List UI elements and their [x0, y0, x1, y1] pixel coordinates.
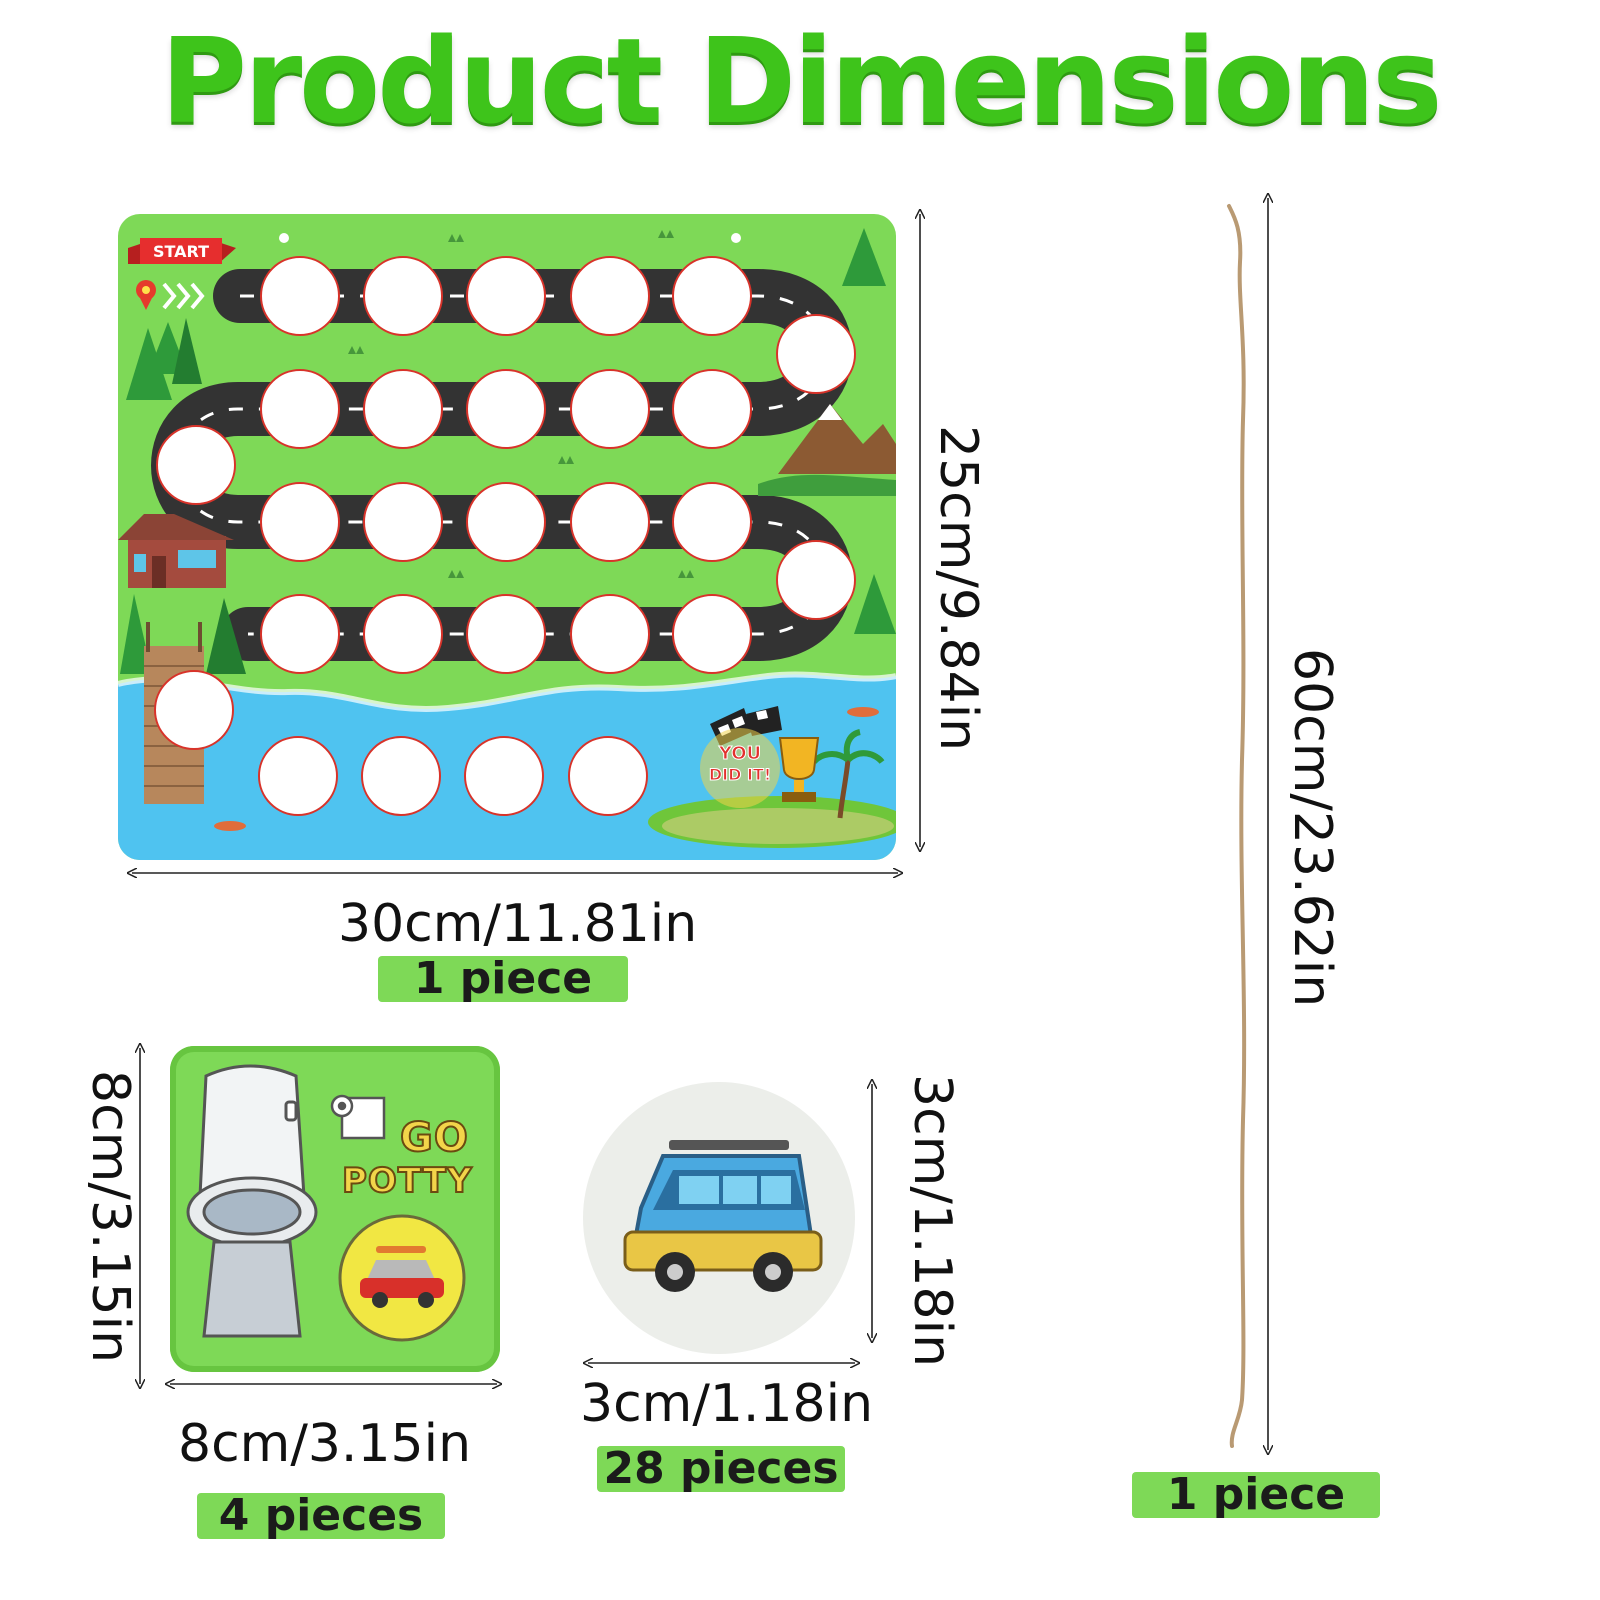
sticker-slot: [363, 256, 443, 336]
sticker-slot: [154, 670, 234, 750]
finish-island: YOU DID IT!: [648, 706, 896, 848]
finish-text-1: YOU: [718, 743, 761, 764]
sticker-slot: [466, 256, 546, 336]
start-flag-icon: START: [128, 238, 236, 264]
toilet-paper-icon: [330, 1094, 386, 1140]
card-quantity-badge: 4 pieces: [197, 1493, 445, 1539]
sticker-slot: [361, 736, 441, 816]
sticker-slot: [672, 369, 752, 449]
card-text-potty: POTTY: [341, 1161, 473, 1201]
sticker-slot: [363, 482, 443, 562]
sticker-slot: [466, 369, 546, 449]
potty-card: GO POTTY: [170, 1046, 500, 1372]
sticker-height-label: 3cm/1.18in: [902, 1074, 962, 1368]
sticker-slot: [570, 482, 650, 562]
sticker-slot: [260, 482, 340, 562]
rope-length-label: 60cm/23.62in: [1282, 648, 1342, 1008]
sticker-quantity-badge: 28 pieces: [597, 1446, 845, 1492]
sticker-slot: [466, 594, 546, 674]
sticker-slot: [568, 736, 648, 816]
reward-chart-board: START: [118, 214, 896, 860]
sticker-slot: [258, 736, 338, 816]
mountain-icon: [758, 404, 896, 496]
sticker-slot: [466, 482, 546, 562]
sticker-slot: [260, 256, 340, 336]
sticker-slot: [363, 369, 443, 449]
finish-text-2: DID IT!: [709, 765, 771, 784]
house-icon: [118, 514, 234, 588]
chevron-arrows-icon: [162, 282, 205, 310]
potty-card-artwork: [186, 1064, 466, 1342]
sticker-slot: [776, 314, 856, 394]
card-width-label: 8cm/3.15in: [178, 1414, 472, 1474]
rope-string: [1227, 204, 1247, 1448]
map-pin-icon: [136, 280, 156, 310]
sticker-slot: [156, 425, 236, 505]
board-artwork: START: [118, 228, 896, 860]
car-icon: [360, 1246, 444, 1308]
sticker-slots: [154, 256, 856, 816]
card-text-go: GO: [399, 1115, 469, 1161]
board-width-label: 30cm/11.81in: [338, 894, 698, 954]
sticker-slot: [260, 594, 340, 674]
round-sticker: [583, 1082, 855, 1354]
sticker-slot: [570, 369, 650, 449]
sticker-slot: [570, 594, 650, 674]
page-title: Product Dimensions: [160, 12, 1442, 150]
van-icon: [623, 1140, 823, 1292]
sticker-slot: [776, 540, 856, 620]
sticker-width-label: 3cm/1.18in: [580, 1374, 874, 1434]
trophy-icon: [778, 737, 820, 802]
start-label: START: [153, 242, 209, 261]
sticker-slot: [672, 594, 752, 674]
sticker-slot: [363, 594, 443, 674]
sticker-slot: [570, 256, 650, 336]
board-quantity-badge: 1 piece: [378, 956, 628, 1002]
sticker-slot: [260, 369, 340, 449]
sticker-slot: [464, 736, 544, 816]
sticker-slot: [672, 256, 752, 336]
sticker-slot: [672, 482, 752, 562]
card-height-label: 8cm/3.15in: [80, 1070, 140, 1364]
toilet-icon: [186, 1064, 318, 1338]
grass-tufts: [348, 230, 694, 578]
rope-quantity-badge: 1 piece: [1132, 1472, 1380, 1518]
board-height-label: 25cm/9.84in: [928, 425, 988, 752]
